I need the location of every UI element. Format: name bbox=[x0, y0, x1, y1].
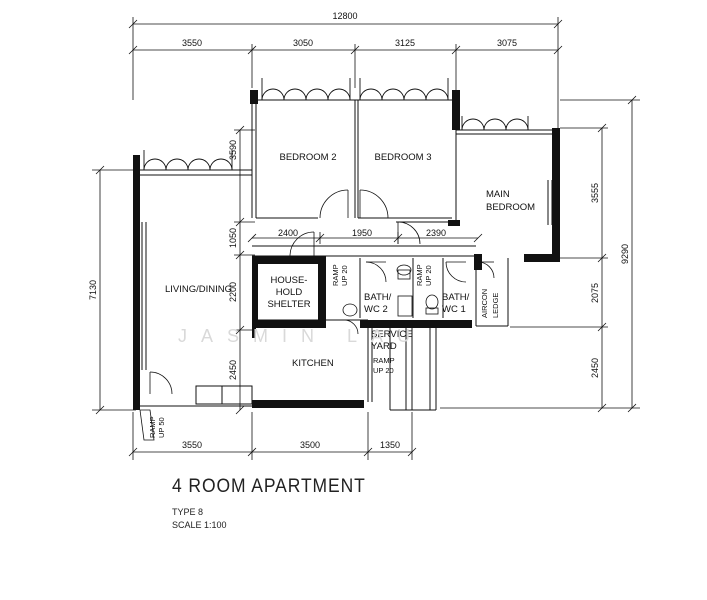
dim-corridor-1: 2400 bbox=[278, 228, 298, 238]
dim-top-3: 3125 bbox=[395, 38, 415, 48]
ramp-entrance-line2: UP 50 bbox=[157, 417, 166, 438]
dimension-lines bbox=[92, 17, 640, 460]
dim-bottom-2: 3500 bbox=[300, 440, 320, 450]
room-kitchen: KITCHEN bbox=[292, 358, 334, 369]
room-bath2-line1: BATH/ bbox=[364, 292, 392, 303]
room-shelter-line1: HOUSE- bbox=[271, 275, 308, 286]
dim-top-2: 3050 bbox=[293, 38, 313, 48]
room-bedroom-2: BEDROOM 2 bbox=[279, 152, 336, 163]
thin-walls bbox=[138, 92, 556, 411]
dim-corridor-3: 2390 bbox=[426, 228, 446, 238]
room-living-dining: LIVING/DINING bbox=[165, 284, 232, 295]
ramp-bath2-line1: RAMP bbox=[331, 264, 340, 286]
dim-overall-width: 12800 bbox=[332, 11, 357, 21]
entrance-ramp bbox=[139, 409, 155, 441]
plan-title: 4 ROOM APARTMENT bbox=[172, 476, 366, 497]
dim-top-1: 3550 bbox=[182, 38, 202, 48]
ramp-yard-line1: RAMP bbox=[373, 356, 395, 365]
room-main-bedroom-line1: MAIN bbox=[486, 189, 510, 200]
room-bath1-line2: WC 1 bbox=[442, 304, 466, 315]
dim-right-3: 2450 bbox=[590, 358, 600, 378]
ramp-bath2-line2: UP 20 bbox=[340, 265, 349, 286]
dim-bottom-1: 3550 bbox=[182, 440, 202, 450]
dim-inner-left-1: 3590 bbox=[228, 140, 238, 160]
room-service-yard-line1: SERVICE bbox=[371, 329, 413, 340]
bath-fixtures bbox=[342, 264, 439, 317]
dim-right-2: 2075 bbox=[590, 283, 600, 303]
dim-bottom-3: 1350 bbox=[380, 440, 400, 450]
room-shelter-line2: HOLD bbox=[276, 287, 303, 298]
door-swings bbox=[149, 189, 495, 395]
room-bedroom-3: BEDROOM 3 bbox=[374, 152, 431, 163]
ramp-bath1-line1: RAMP bbox=[415, 264, 424, 286]
room-main-bedroom-line2: BEDROOM bbox=[486, 202, 535, 213]
room-bath1-line1: BATH/ bbox=[442, 292, 470, 303]
watermark: JASMIN LAU bbox=[178, 326, 424, 346]
room-bath2-line2: WC 2 bbox=[364, 304, 388, 315]
room-aircon-line2: LEDGE bbox=[491, 293, 500, 318]
plan-type: TYPE 8 bbox=[172, 507, 204, 517]
room-service-yard-line2: YARD bbox=[371, 341, 397, 352]
dim-overall-height: 9290 bbox=[620, 244, 630, 264]
dim-inner-left-3: 2200 bbox=[228, 282, 238, 302]
ramp-yard-line2: UP 20 bbox=[373, 366, 394, 375]
room-aircon-line1: AIRCON bbox=[480, 289, 489, 318]
dim-corridor-2: 1950 bbox=[352, 228, 372, 238]
dim-inner-left-2: 1050 bbox=[228, 228, 238, 248]
window-arcs bbox=[143, 78, 529, 171]
plan-scale: SCALE 1:100 bbox=[172, 520, 227, 530]
dim-right-1: 3555 bbox=[590, 183, 600, 203]
dim-inner-left-4: 2450 bbox=[228, 360, 238, 380]
room-shelter-line3: SHELTER bbox=[267, 299, 310, 310]
thick-walls bbox=[133, 90, 560, 410]
dim-left-total: 7130 bbox=[88, 280, 98, 300]
dim-top-4: 3075 bbox=[497, 38, 517, 48]
ramp-bath1-line2: UP 20 bbox=[424, 265, 433, 286]
ramp-entrance-line1: RAMP bbox=[148, 416, 157, 438]
